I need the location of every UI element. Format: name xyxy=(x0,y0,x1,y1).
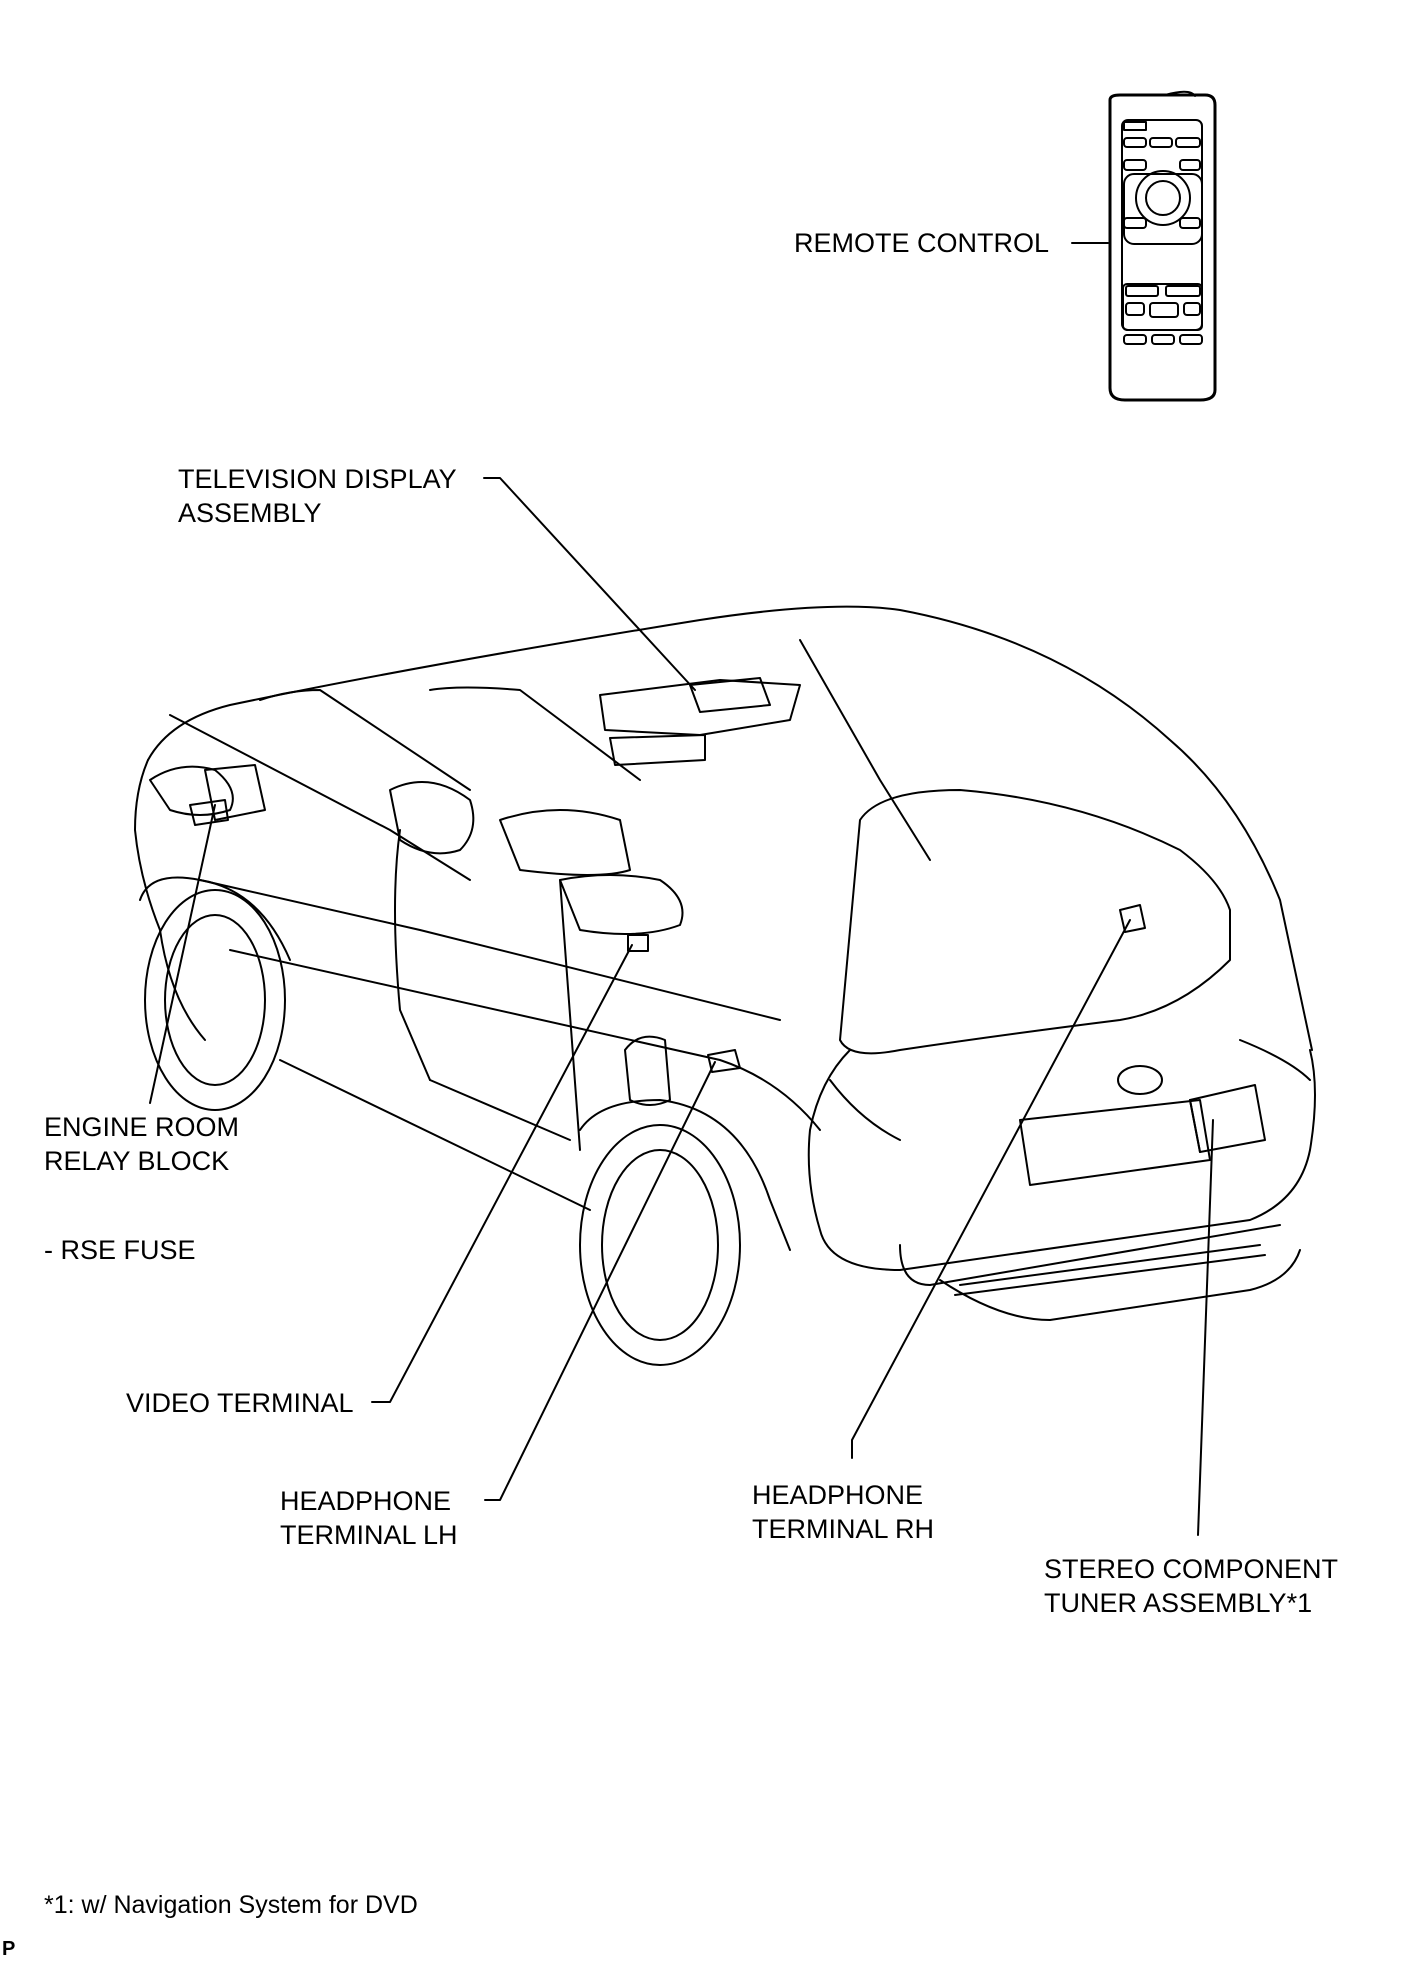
vehicle-illustration xyxy=(134,605,1316,1366)
leader-headphone-rh xyxy=(851,919,1131,1459)
engine-room-relay-block-part xyxy=(189,764,266,826)
label-rse-fuse: - RSE FUSE xyxy=(44,1235,196,1265)
label-line: HEADPHONE xyxy=(752,1480,924,1510)
label-line: HEADPHONE xyxy=(280,1486,452,1516)
label-line: STEREO COMPONENT xyxy=(1044,1554,1339,1584)
label-remote-control: REMOTE CONTROL xyxy=(794,228,1050,258)
leader-stereo-tuner xyxy=(1197,1119,1214,1536)
headphone-terminal-lh-part xyxy=(707,1049,741,1073)
label-headphone-terminal-lh: HEADPHONE TERMINAL LH xyxy=(280,1484,458,1552)
label-video-terminal: VIDEO TERMINAL xyxy=(126,1388,354,1418)
leader-lines xyxy=(149,477,1214,1536)
remote-control-illustration xyxy=(1108,90,1217,402)
television-display-assembly-part xyxy=(599,677,801,766)
label-line: TERMINAL LH xyxy=(280,1520,458,1550)
headphone-terminal-rh-part xyxy=(1119,904,1146,933)
label-headphone-terminal-rh: HEADPHONE TERMINAL RH xyxy=(752,1478,934,1546)
label-engine-room-relay-block: ENGINE ROOM RELAY BLOCK xyxy=(44,1110,239,1178)
stereo-component-tuner-part xyxy=(1189,1084,1266,1153)
leader-video-terminal xyxy=(371,944,633,1403)
video-terminal-part xyxy=(627,934,649,952)
label-line: ENGINE ROOM xyxy=(44,1112,240,1142)
label-stereo-component-tuner: STEREO COMPONENT TUNER ASSEMBLY*1 xyxy=(1044,1552,1338,1620)
label-television-display: TELEVISION DISPLAY ASSEMBLY xyxy=(178,462,457,530)
footnote: *1: w/ Navigation System for DVD xyxy=(44,1891,418,1919)
label-line: TERMINAL RH xyxy=(752,1514,935,1544)
corner-mark: P xyxy=(2,1938,16,1960)
label-line: TUNER ASSEMBLY*1 xyxy=(1044,1588,1313,1618)
leader-television-display xyxy=(483,477,696,691)
label-line: ASSEMBLY xyxy=(178,498,322,528)
label-line: TELEVISION DISPLAY xyxy=(178,464,457,494)
label-line: RELAY BLOCK xyxy=(44,1146,230,1176)
leader-headphone-lh xyxy=(484,1061,716,1501)
leader-engine-room xyxy=(149,804,216,1104)
